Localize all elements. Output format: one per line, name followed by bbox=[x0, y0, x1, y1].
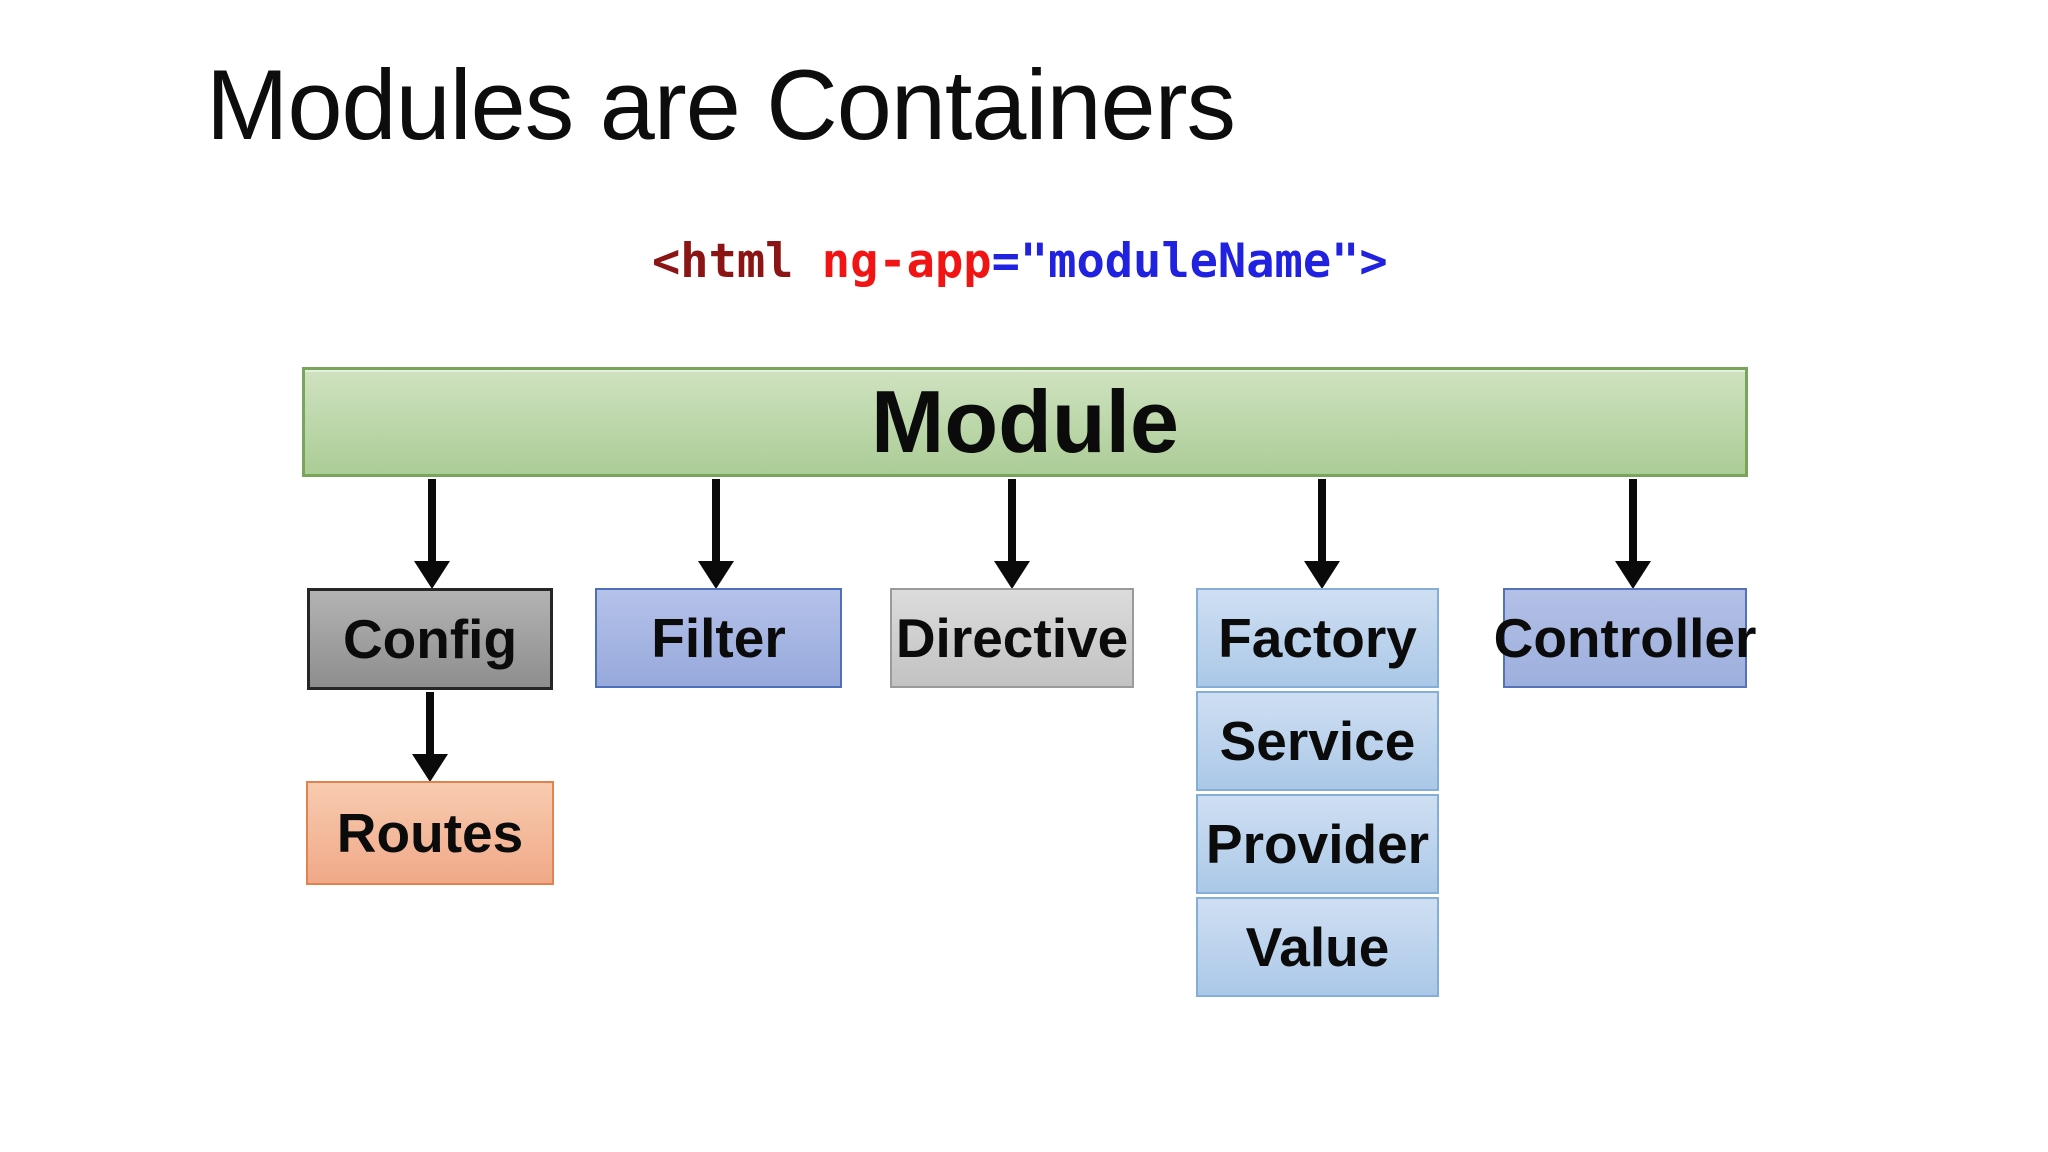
arrow-shaft bbox=[426, 692, 434, 756]
node-value: Value bbox=[1196, 897, 1439, 997]
node-directive: Directive bbox=[890, 588, 1134, 688]
node-routes: Routes bbox=[306, 781, 554, 885]
arrow-module-to-factory bbox=[1304, 479, 1340, 589]
arrow-shaft bbox=[1629, 479, 1637, 563]
node-controller: Controller bbox=[1494, 588, 1756, 688]
slide-title: Modules are Containers bbox=[206, 49, 1236, 160]
code-snippet: <html ng-app="moduleName"> bbox=[652, 234, 1388, 289]
arrow-shaft bbox=[1008, 479, 1016, 563]
node-module: Module bbox=[302, 367, 1748, 477]
arrow-shaft bbox=[428, 479, 436, 563]
code-attribute-segment: ng-app bbox=[821, 234, 992, 289]
arrow-head-icon bbox=[994, 561, 1030, 589]
arrow-head-icon bbox=[412, 754, 448, 782]
arrow-module-to-directive bbox=[994, 479, 1030, 589]
arrow-head-icon bbox=[1615, 561, 1651, 589]
arrow-module-to-filter bbox=[698, 479, 734, 589]
node-provider: Provider bbox=[1196, 794, 1439, 894]
code-tag-segment: <html bbox=[652, 234, 822, 289]
code-value-segment: ="moduleName"> bbox=[991, 234, 1388, 289]
arrow-module-to-controller bbox=[1615, 479, 1651, 589]
arrow-head-icon bbox=[1304, 561, 1340, 589]
node-filter: Filter bbox=[595, 588, 842, 688]
arrow-module-to-config bbox=[414, 479, 450, 589]
node-config: Config bbox=[307, 588, 553, 690]
arrow-shaft bbox=[1318, 479, 1326, 563]
arrow-head-icon bbox=[698, 561, 734, 589]
arrow-head-icon bbox=[414, 561, 450, 589]
node-factory: Factory bbox=[1196, 588, 1439, 688]
arrow-shaft bbox=[712, 479, 720, 563]
arrow-config-to-routes bbox=[412, 692, 448, 782]
node-service: Service bbox=[1196, 691, 1439, 791]
